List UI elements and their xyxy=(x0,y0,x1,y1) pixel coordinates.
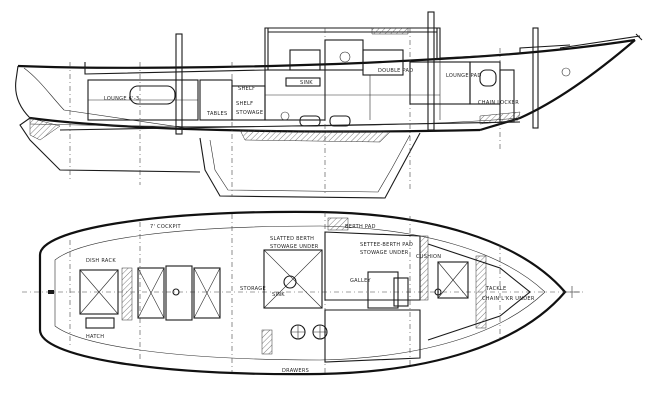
plan-fitting-fwd xyxy=(434,288,442,296)
plan-view: SLATTED BERTH STOWAGE UNDER SETTEE-BERTH… xyxy=(22,210,585,376)
plan-label-sink: SINK xyxy=(272,292,285,298)
plan-v-berth xyxy=(427,243,531,341)
plan-hatch-1 xyxy=(137,267,165,319)
plan-label-hatch: HATCH xyxy=(86,334,104,340)
profile-cabin-top xyxy=(84,27,441,75)
profile-label-sink: SINK xyxy=(300,80,313,86)
profile-label-lounge-aft: LOUNGE PAD xyxy=(446,73,482,79)
plan-label-cushion: CUSHION xyxy=(416,254,441,260)
profile-keel-inner xyxy=(209,134,411,193)
plan-label-galley: GALLEY xyxy=(350,278,372,284)
profile-mast-main xyxy=(427,11,435,131)
profile-mast-aft xyxy=(175,33,183,135)
plan-label-berth-pad: BERTH PAD xyxy=(345,224,376,230)
plan-rudder-post xyxy=(48,290,54,294)
profile-label-shelf: SHELF xyxy=(238,86,255,92)
profile-view: LOUNGE 6'-3 SHELF TABLES STOWAGE SHELF D… xyxy=(15,11,643,199)
profile-label-berth-pad: DOUBLE PAD xyxy=(378,68,413,74)
plan-hatch-frame xyxy=(165,265,193,321)
plan-galley-cross xyxy=(263,249,323,309)
plan-label-slatted-berth: SLATTED BERTH xyxy=(270,236,314,242)
profile-hull-bottom xyxy=(29,116,481,133)
plan-label-settee-berth: SETTEE-BERTH PAD xyxy=(360,242,413,248)
profile-sheer-line xyxy=(17,38,636,69)
plan-cockpit-cross xyxy=(79,269,119,315)
plan-label-stowage-under: STOWAGE UNDER xyxy=(270,244,319,250)
plan-cockpit-hatch xyxy=(79,269,119,315)
plan-hatched-bulkheads xyxy=(261,217,487,355)
plan-forepeak-hatch xyxy=(437,261,469,299)
profile-transom xyxy=(15,65,201,173)
profile-label-chain-locker: CHAIN LOCKER xyxy=(478,100,519,106)
profile-bowsprit xyxy=(559,33,643,49)
plan-bench-aft xyxy=(121,267,133,321)
plan-label-stowage-under-2: STOWAGE UNDER xyxy=(360,250,409,256)
profile-coachroof xyxy=(439,44,571,59)
profile-transom-inner xyxy=(23,67,201,131)
plan-label-storage: STORAGE xyxy=(240,286,266,292)
plan-hatch-2-cross xyxy=(193,267,221,319)
plan-fitting-aft xyxy=(172,288,180,296)
profile-hatched-structure xyxy=(29,27,521,143)
plan-label-drawers: DRAWERS xyxy=(282,368,309,374)
plan-stove-burners xyxy=(290,324,328,340)
plan-table xyxy=(367,271,399,309)
plan-bow-tip xyxy=(565,286,580,298)
profile-label-lounge-fwd: LOUNGE 6'-3 xyxy=(104,96,139,102)
plan-label-tackle: TACKLE xyxy=(485,286,507,292)
profile-label-tables: TABLES xyxy=(206,111,227,117)
plan-label-dish-rack: DISH RACK xyxy=(86,258,116,264)
plan-hatch-1-cross xyxy=(137,267,165,319)
plan-label-cockpit: 7' COCKPIT xyxy=(150,224,182,230)
profile-stem xyxy=(479,39,636,132)
plan-cockpit-seat xyxy=(85,317,115,329)
plan-forepeak-cross xyxy=(437,261,469,299)
profile-keel xyxy=(199,132,421,199)
plan-center-counter xyxy=(393,277,409,307)
plan-galley-block xyxy=(263,249,323,309)
profile-label-stowage: STOWAGE xyxy=(236,110,263,116)
plan-hatch-2 xyxy=(193,267,221,319)
profile-interior xyxy=(87,39,515,127)
profile-label-shelf-fwd: SHELF xyxy=(236,101,253,107)
profile-waterline xyxy=(29,117,521,127)
plan-settee-stbd xyxy=(324,309,421,363)
profile-mast-fwd xyxy=(532,27,539,129)
plan-label-chain-locker: CHAIN L'KR UNDER xyxy=(482,296,535,302)
profile-doghouse xyxy=(267,28,438,70)
plan-deck-inner xyxy=(54,225,546,361)
plan-galley-sink xyxy=(283,275,297,289)
profile-anchor-ring xyxy=(561,67,571,77)
